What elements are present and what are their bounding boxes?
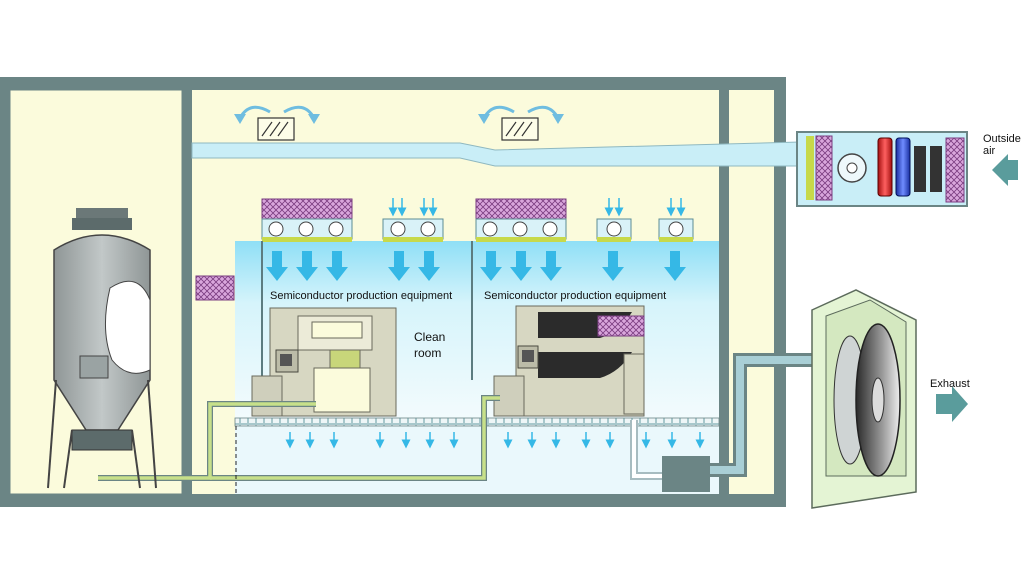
outside-air-label-line1: Outside [983,133,1021,145]
air-handling-unit [796,131,968,207]
filter-bank-left [261,198,353,242]
ceiling-diffuser-left [234,105,320,141]
filter-bank-right [475,198,567,242]
exhaust-arrow [936,386,968,422]
clean-room-label-line2: room [414,346,442,360]
equipment-left-label: Semiconductor production equipment [270,290,453,302]
room-columns [261,241,473,380]
underfloor-arrows [285,432,705,449]
exhaust-wheel-unit [811,289,917,509]
ceiling-diffuser-right [478,105,564,141]
downflow-arrows [266,251,686,281]
fan-unit-small-3 [658,218,694,242]
equipment-right-label: Semiconductor production equipment [484,290,667,302]
fan-unit-small-1 [382,218,444,242]
outside-air-label-line2: air [983,145,996,157]
storage-tank [47,208,157,489]
process-piping-inner [98,396,500,480]
clean-room-label-line1: Clean [414,330,446,344]
exhaust-duct [630,353,818,492]
fan-unit-small-2 [596,218,632,242]
outside-air-arrow [992,154,1018,186]
side-filter [195,275,235,301]
raised-floor [234,417,720,427]
exhaust-label: Exhaust [930,378,970,390]
intake-arrows [388,198,686,217]
equipment-left [251,307,397,417]
equipment-right [493,305,645,417]
